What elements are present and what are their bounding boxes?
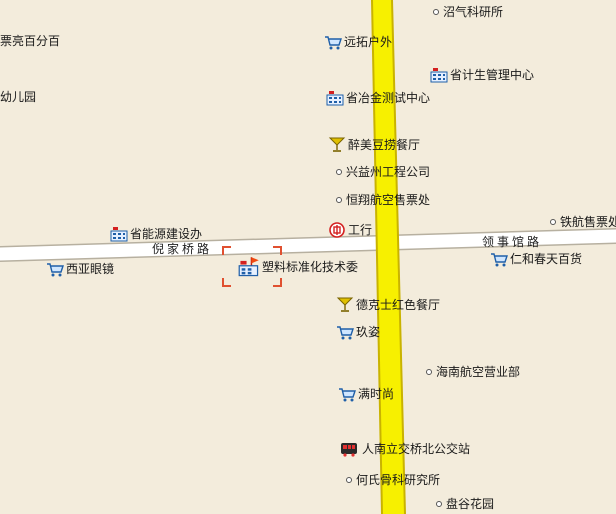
dot-icon xyxy=(436,501,442,507)
poi-zuimei[interactable]: 醉美豆捞餐厅 xyxy=(328,137,420,153)
poi-youeryuan[interactable]: 幼儿园 xyxy=(0,90,37,104)
road-ling-shi-guan[interactable] xyxy=(0,229,616,261)
poi-dekeshi[interactable]: 德克士红色餐厅 xyxy=(336,297,440,313)
poi-suliao[interactable]: 塑料标准化技术委 xyxy=(238,257,358,277)
poi-hengxiang[interactable]: 恒翔航空售票处 xyxy=(336,193,430,207)
poi-piaoliang[interactable]: 票亮百分百 xyxy=(0,34,61,48)
poi-bus-stop[interactable]: 人南立交桥北公交站 xyxy=(338,441,470,457)
building-icon xyxy=(110,227,128,242)
shopping-cart-icon xyxy=(491,253,508,267)
dot-icon xyxy=(336,197,342,203)
dot-icon xyxy=(433,9,439,15)
shopping-cart-icon xyxy=(47,263,64,277)
poi-renhe[interactable]: 仁和春天百货 xyxy=(490,251,582,267)
dot-icon xyxy=(336,169,342,175)
poi-nengyuan[interactable]: 省能源建设办 xyxy=(110,226,202,242)
shopping-cart-icon xyxy=(339,388,356,402)
poi-jiuzi[interactable]: 玖姿 xyxy=(336,324,380,340)
poi-manshishang[interactable]: 满时尚 xyxy=(338,386,394,402)
poi-zhaoqi[interactable]: 沼气科研所 xyxy=(433,5,503,19)
dot-icon xyxy=(550,219,556,225)
building-icon xyxy=(326,91,344,106)
poi-xiya[interactable]: 西亚眼镜 xyxy=(46,261,114,277)
poi-yuantuo[interactable]: 远拓户外 xyxy=(324,34,392,50)
poi-hainan[interactable]: 海南航空营业部 xyxy=(426,365,520,379)
dot-icon xyxy=(426,369,432,375)
building-with-flag-icon xyxy=(238,257,259,277)
poi-tiehang[interactable]: 铁航售票处 xyxy=(550,215,616,229)
selection-frame xyxy=(222,246,282,287)
cocktail-icon xyxy=(328,137,346,152)
poi-xingyi[interactable]: 兴益州工程公司 xyxy=(336,165,430,179)
road-label-ni-jia-qiao: 倪家桥路 xyxy=(152,242,213,256)
bus-icon xyxy=(341,443,357,457)
dot-icon xyxy=(346,477,352,483)
poi-pangu[interactable]: 盘谷花园 xyxy=(436,497,494,511)
building-icon xyxy=(430,68,448,83)
cocktail-icon xyxy=(336,297,354,312)
poi-gonghang[interactable]: 工行 xyxy=(328,222,372,238)
road-label-ling-shi-guan: 领事馆路 xyxy=(482,235,543,249)
shopping-cart-icon xyxy=(337,326,354,340)
poi-heshi[interactable]: 何氏骨科研究所 xyxy=(346,473,440,487)
poi-yejin[interactable]: 省冶金测试中心 xyxy=(326,90,430,106)
poi-shengjisheng[interactable]: 省计生管理中心 xyxy=(430,67,534,83)
road-main-north-south[interactable] xyxy=(373,0,404,514)
bank-icon xyxy=(329,222,345,238)
shopping-cart-icon xyxy=(325,36,342,50)
